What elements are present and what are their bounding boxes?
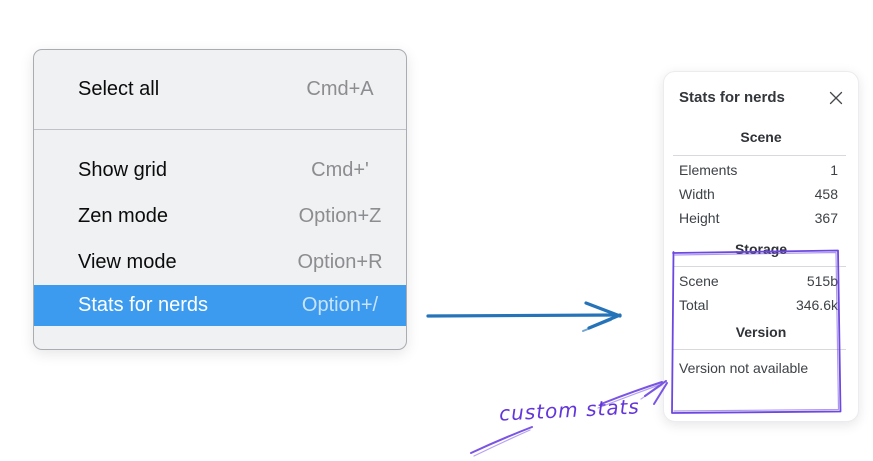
blue-arrow [426, 301, 622, 332]
stats-section-version: Version Version not available [664, 323, 858, 378]
stat-label: Width [679, 186, 715, 202]
menu-item-select-all[interactable]: Select all Cmd+A [34, 66, 406, 112]
stat-label: Total [679, 297, 709, 313]
stat-row-width: Width 458 [664, 185, 858, 204]
stat-label: Scene [679, 273, 719, 289]
menu-item-label: Show grid [78, 158, 167, 181]
stat-row-scene-storage: Scene 515b [664, 272, 858, 291]
stats-panel-header: Stats for nerds [664, 72, 858, 109]
section-divider [673, 266, 846, 267]
stats-section-scene: Scene Elements 1 Width 458 Height 367 [664, 128, 858, 228]
menu-divider [34, 129, 406, 130]
stats-panel: Stats for nerds Scene Elements 1 Width 4… [663, 71, 859, 422]
menu-item-zen-mode[interactable]: Zen mode Option+Z [34, 193, 406, 239]
stat-value: 1 [830, 162, 838, 178]
stat-row-total-storage: Total 346.6k [664, 296, 858, 315]
version-note: Version not available [679, 360, 809, 376]
stat-value: 515b [806, 273, 838, 289]
stat-label: Height [679, 210, 720, 226]
context-menu: Select all Cmd+A Show grid Cmd+' Zen mod… [33, 49, 407, 350]
section-heading: Storage [734, 241, 788, 257]
section-divider [673, 155, 846, 156]
menu-item-shortcut: Option+R [297, 250, 383, 273]
stat-value: 367 [814, 210, 838, 226]
stat-row-elements: Elements 1 [664, 161, 858, 180]
stats-section-storage: Storage Scene 515b Total 346.6k [664, 240, 858, 315]
stats-panel-title: Stats for nerds [679, 89, 785, 106]
menu-item-stats-for-nerds[interactable]: Stats for nerds Option+/ [34, 285, 406, 326]
menu-item-label: Zen mode [78, 204, 169, 227]
menu-item-shortcut: Cmd+A [306, 77, 374, 100]
close-icon[interactable] [828, 90, 844, 106]
stat-value: 346.6k [795, 297, 838, 313]
menu-item-shortcut: Option+/ [301, 294, 379, 316]
section-heading: Scene [740, 129, 782, 145]
section-heading: Version [735, 324, 787, 340]
menu-item-label: View mode [78, 250, 177, 273]
annotation-text: custom stats [498, 394, 641, 426]
stat-row-height: Height 367 [664, 209, 858, 228]
menu-item-shortcut: Option+Z [298, 204, 382, 227]
stat-label: Elements [679, 162, 738, 178]
menu-item-shortcut: Cmd+' [311, 158, 369, 181]
menu-item-show-grid[interactable]: Show grid Cmd+' [34, 147, 406, 193]
menu-item-label: Stats for nerds [78, 294, 209, 316]
stat-value: 458 [814, 186, 838, 202]
menu-item-label: Select all [78, 77, 160, 100]
menu-item-view-mode[interactable]: View mode Option+R [34, 239, 406, 285]
section-divider [673, 349, 846, 350]
